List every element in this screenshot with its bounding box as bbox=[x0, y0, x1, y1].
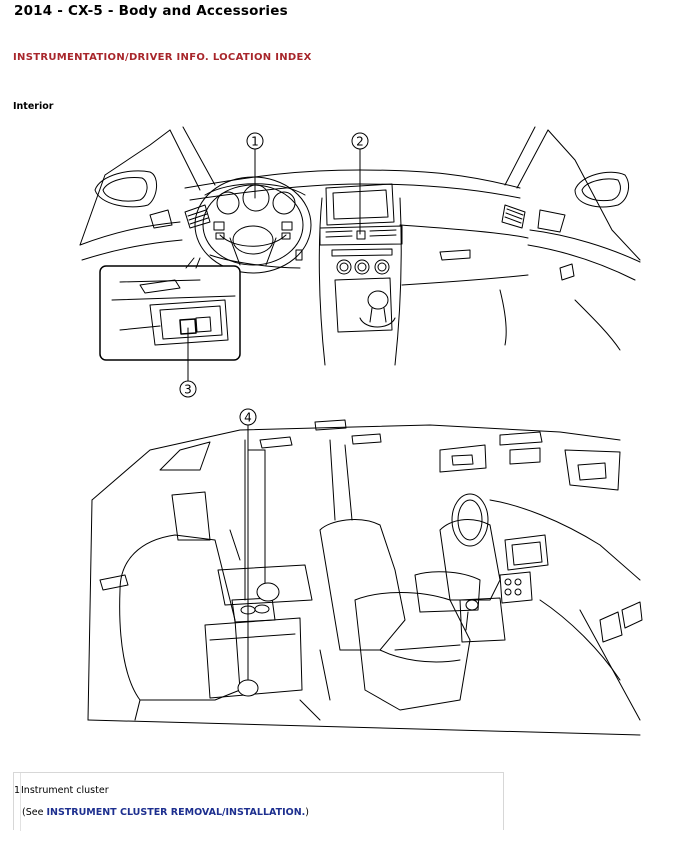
row-part-name: Instrument cluster bbox=[21, 785, 109, 796]
document-title: 2014 - CX-5 - Body and Accessories bbox=[14, 3, 288, 19]
table-divider bbox=[20, 773, 21, 831]
section-title: INSTRUMENTATION/DRIVER INFO. LOCATION IN… bbox=[13, 52, 312, 63]
reference-table: 1 Instrument cluster (See INSTRUMENT CLU… bbox=[13, 772, 504, 831]
callout-1 bbox=[246, 132, 264, 199]
callout-2 bbox=[351, 132, 369, 235]
instrument-cluster-removal-link[interactable]: INSTRUMENT CLUSTER REMOVAL/INSTALLATION. bbox=[46, 807, 306, 818]
row-number: 1 bbox=[14, 785, 21, 796]
reference-suffix: ) bbox=[305, 807, 309, 818]
inset-detail bbox=[99, 257, 241, 361]
cabin-illustration bbox=[87, 419, 643, 736]
callout-3-label: 3 bbox=[184, 383, 192, 397]
callout-4-label: 4 bbox=[244, 411, 252, 425]
callout-3 bbox=[179, 327, 197, 398]
dashboard-illustration bbox=[79, 126, 641, 366]
callout-1-label: 1 bbox=[251, 135, 259, 149]
interior-location-diagram: 1 2 3 4 bbox=[79, 126, 643, 736]
callout-2-label: 2 bbox=[356, 135, 364, 149]
row-reference: (See INSTRUMENT CLUSTER REMOVAL/INSTALLA… bbox=[22, 807, 309, 818]
callout-4 bbox=[237, 408, 280, 697]
reference-prefix: (See bbox=[22, 807, 47, 818]
interior-subtitle: Interior bbox=[13, 101, 54, 112]
